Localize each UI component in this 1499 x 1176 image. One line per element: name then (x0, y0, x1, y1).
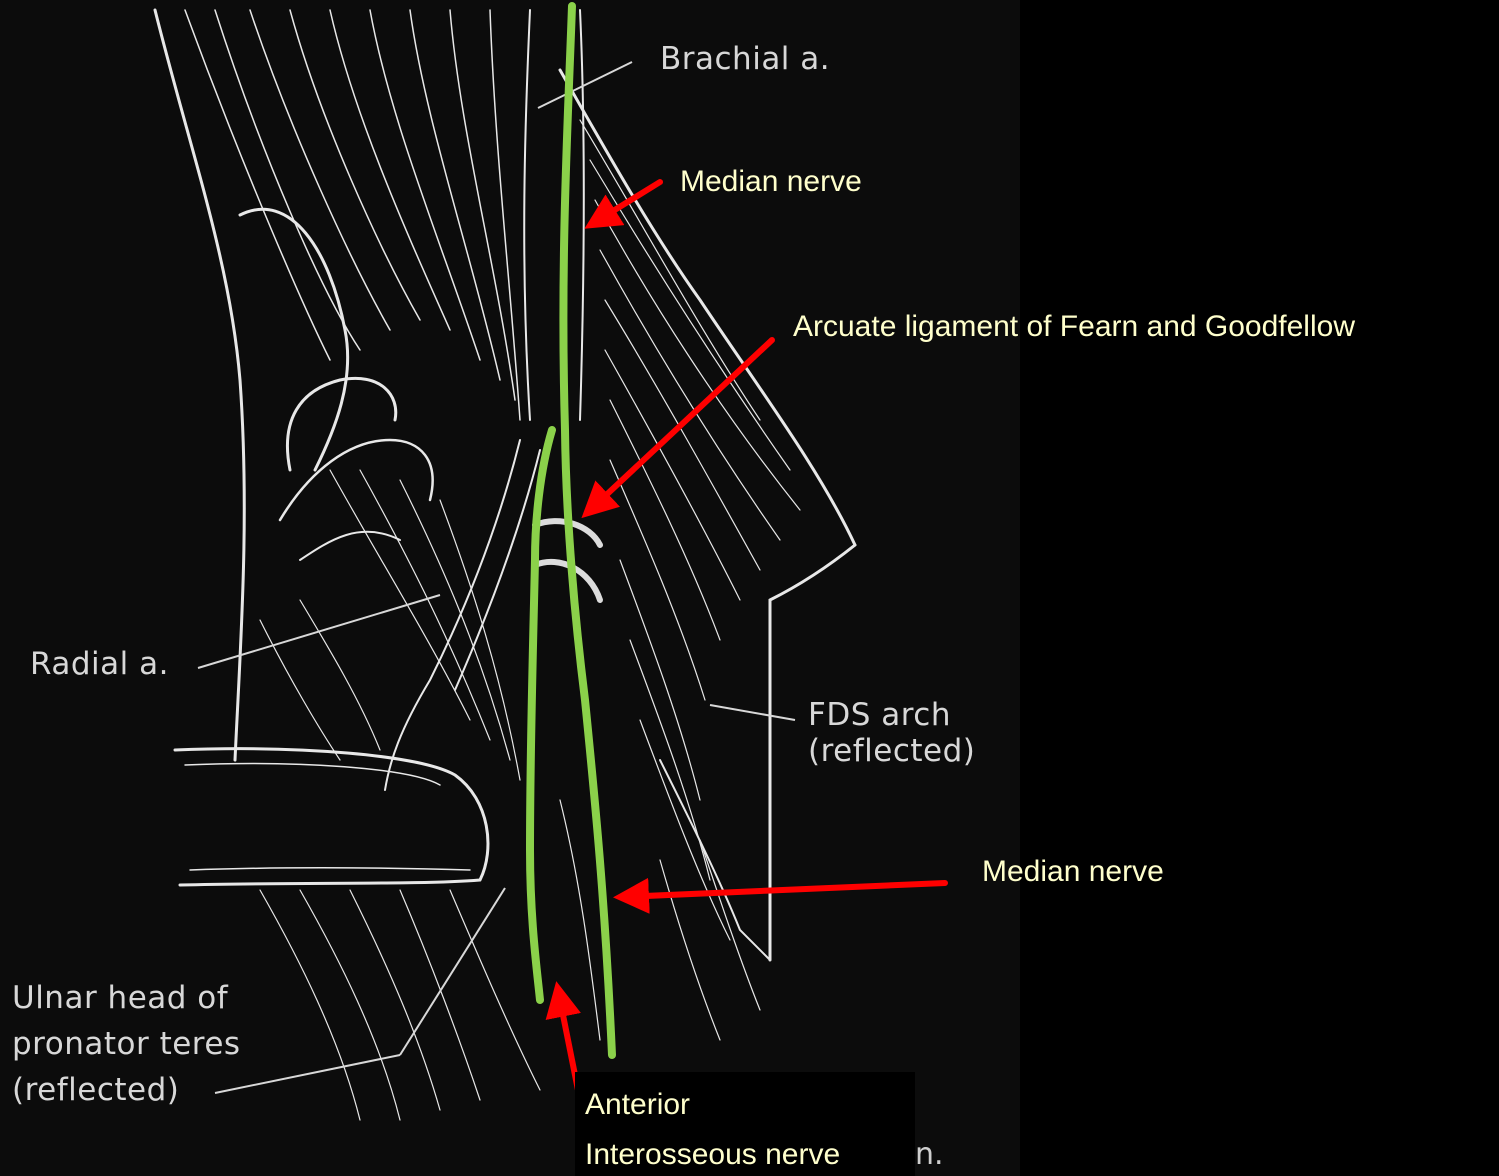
median-nerve-upper-label: Median nerve (680, 165, 862, 200)
anterior-interosseous-label-line1: Anterior (585, 1088, 690, 1123)
arrow-median-upper (592, 182, 660, 224)
ulnar-head-label: Ulnar head of pronator teres (reflected) (12, 975, 241, 1113)
radial-artery-label: Radial a. (30, 647, 169, 683)
ulnar-head-line3: (reflected) (12, 1067, 241, 1113)
fds-arch-line1: FDS arch (808, 698, 975, 734)
ulnar-head-line1: Ulnar head of (12, 975, 241, 1021)
ulnar-head-line2: pronator teres (12, 1021, 241, 1067)
fds-arch-line2: (reflected) (808, 734, 975, 770)
fds-arch-label: FDS arch (reflected) (808, 698, 975, 769)
arcuate-ligament-label: Arcuate ligament of Fearn and Goodfellow (793, 310, 1355, 345)
brachial-artery-label: Brachial a. (660, 42, 830, 78)
anterior-interosseous-label-line2: Interosseous nerve (585, 1138, 840, 1173)
partial-label: n. (915, 1138, 944, 1173)
median-nerve-trace (530, 6, 612, 1055)
median-nerve-lower-label: Median nerve (982, 855, 1164, 890)
arrow-median-lower (622, 883, 945, 897)
